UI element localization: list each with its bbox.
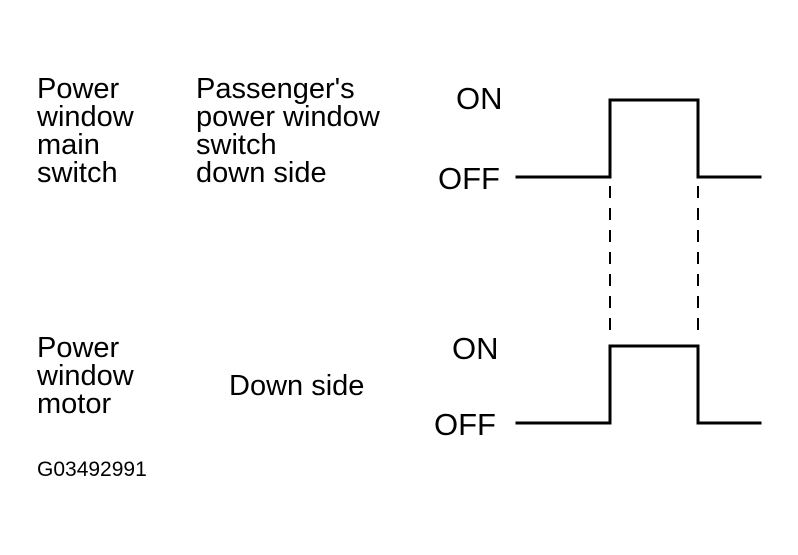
passenger-switch-condition-label: Passenger's power window switch down sid… bbox=[196, 73, 380, 189]
main-switch-off-label: OFF bbox=[438, 161, 500, 196]
main-switch-waveform bbox=[515, 98, 762, 179]
motor-condition-label: Down side bbox=[229, 370, 365, 402]
motor-off-label: OFF bbox=[434, 407, 496, 442]
motor-waveform bbox=[515, 344, 762, 425]
figure-code: G03492991 bbox=[37, 458, 147, 481]
main-switch-on-label: ON bbox=[456, 81, 503, 116]
motor-on-label: ON bbox=[452, 331, 499, 366]
main-switch-label: Power window main switch bbox=[37, 73, 134, 189]
motor-label: Power window motor bbox=[37, 332, 134, 420]
